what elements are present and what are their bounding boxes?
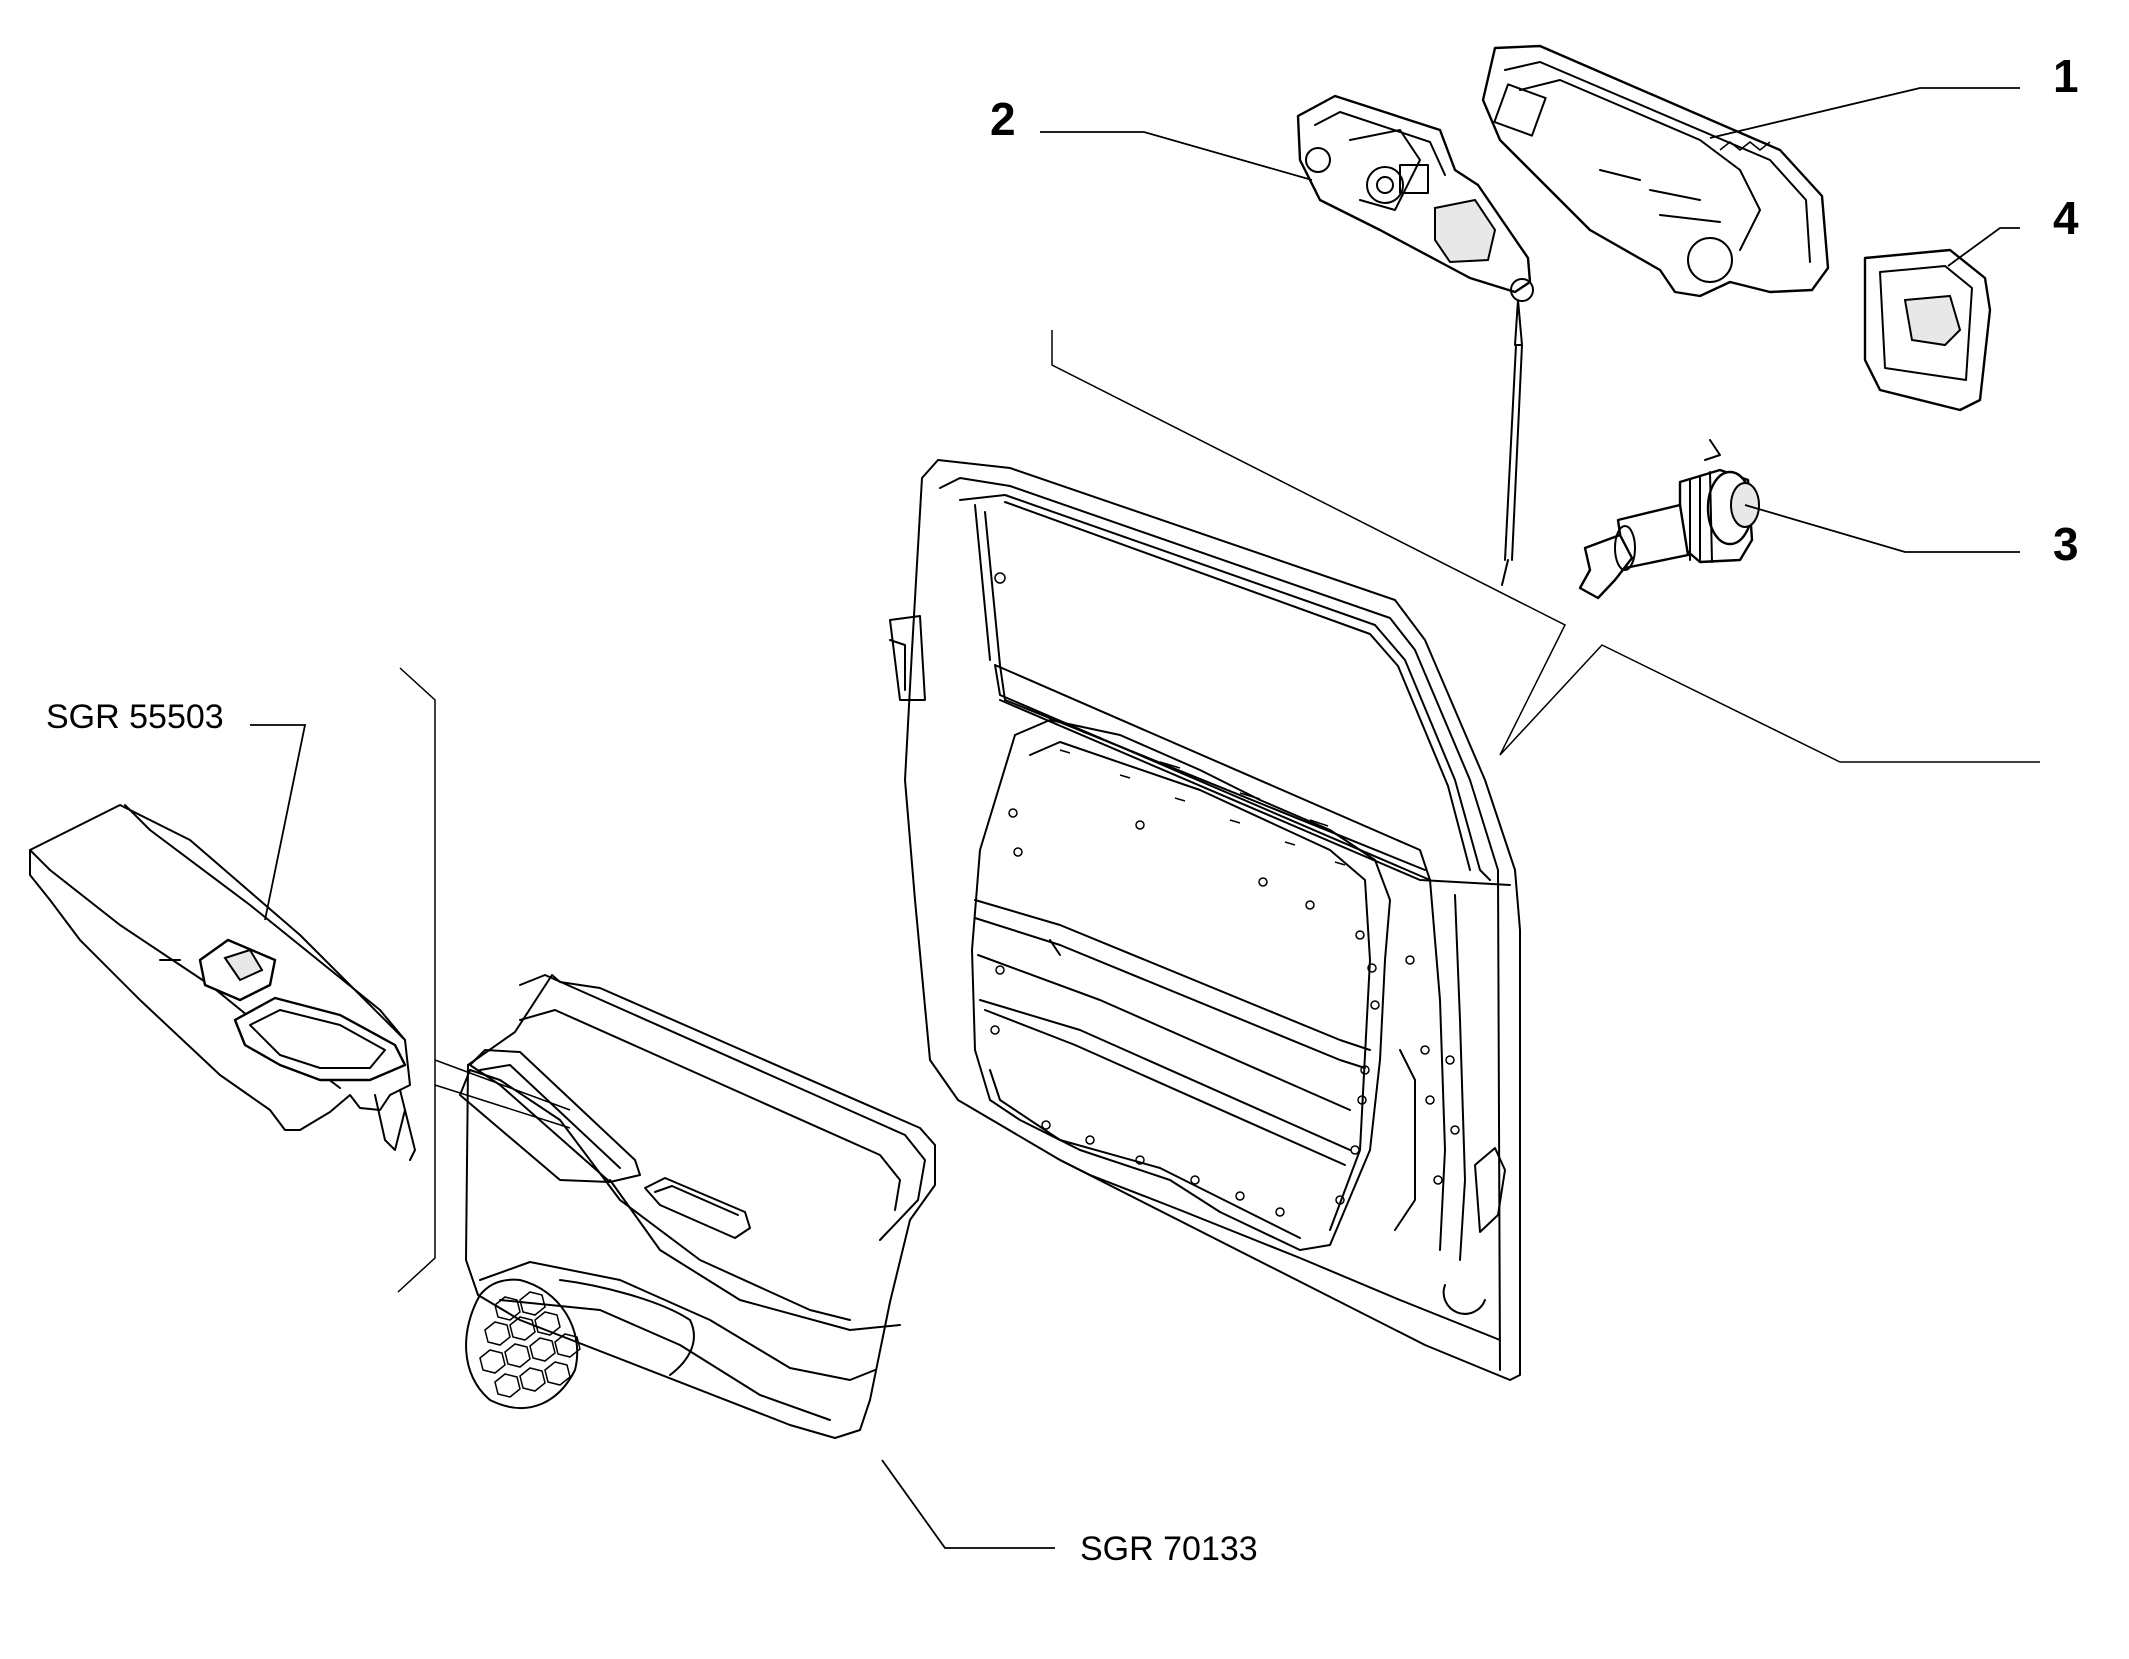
callout-1: 1 — [2053, 50, 2079, 102]
leader-sgr-55503 — [250, 724, 307, 921]
door-trim-panel — [459, 974, 936, 1439]
belt-slots — [1059, 731, 1346, 866]
leader-part-2 — [1040, 131, 1313, 181]
part-1-door-handle — [1481, 44, 1830, 298]
leader-lines — [250, 87, 2020, 1549]
explosion-lines — [397, 330, 2040, 1293]
door-frame — [889, 459, 1521, 1381]
callout-3: 3 — [2053, 518, 2079, 570]
callout-4: 4 — [2053, 192, 2079, 244]
part-4-handle-bezel — [1863, 248, 1992, 412]
speaker-grille-hexes — [479, 1291, 581, 1398]
ref-sgr-55503: SGR 55503 — [46, 698, 224, 736]
window-switch-panel — [29, 804, 416, 1161]
leader-part-1 — [1709, 87, 2020, 139]
leader-part-3 — [1744, 504, 2020, 553]
callout-2: 2 — [990, 93, 1016, 145]
leader-sgr-70133 — [881, 1459, 1055, 1549]
ref-sgr-70133: SGR 70133 — [1080, 1530, 1258, 1568]
part-3-lock-cylinder — [1578, 439, 1760, 600]
frame-rivets — [990, 572, 1460, 1217]
part-2-lock-mechanism — [1296, 94, 1534, 586]
leader-part-4 — [1947, 227, 2020, 267]
